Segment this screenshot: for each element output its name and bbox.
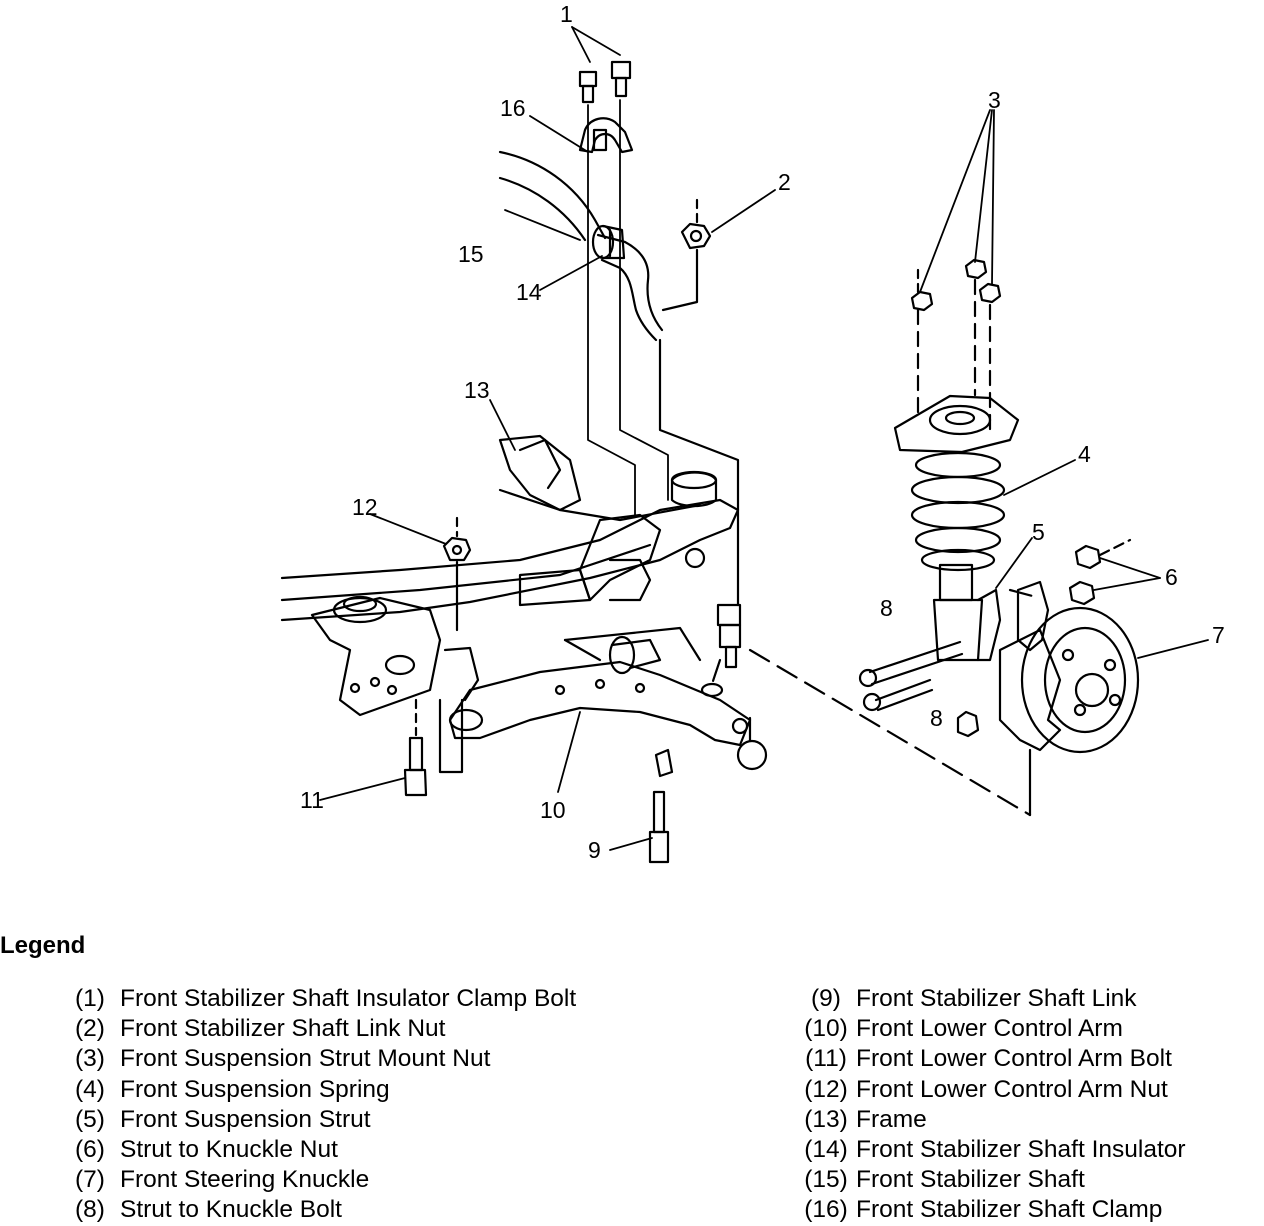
legend-label: Front Stabilizer Shaft Insulator (856, 1136, 1186, 1164)
legend-item: (12) Front Lower Control Arm Nut (796, 1075, 1186, 1105)
leader-lines (319, 26, 1209, 851)
strut-knuckle-bolts (858, 640, 964, 712)
legend-item: (16) Front Stabilizer Shaft Clamp (796, 1195, 1186, 1225)
legend-label: Front Suspension Spring (120, 1075, 390, 1103)
legend-item: (9) Front Stabilizer Shaft Link (796, 984, 1186, 1014)
callout-11: 11 (300, 787, 324, 813)
stabilizer-clamp (578, 117, 634, 154)
steering-knuckle (998, 580, 1140, 817)
callout-9: 9 (588, 837, 601, 863)
legend-item: (5) Front Suspension Strut (60, 1105, 576, 1135)
legend-item: (15) Front Stabilizer Shaft (796, 1165, 1186, 1195)
callout-14: 14 (516, 279, 542, 305)
stabilizer-shaft (498, 150, 664, 342)
frame (280, 434, 740, 717)
legend-label: Front Suspension Strut Mount Nut (120, 1045, 491, 1073)
legend-item: (10) Front Lower Control Arm (796, 1014, 1186, 1044)
control-arm-nut (442, 516, 472, 632)
legend-item: (11) Front Lower Control Arm Bolt (796, 1044, 1186, 1074)
legend-item: (1) Front Stabilizer Shaft Insulator Clam… (60, 984, 576, 1014)
callout-4: 4 (1078, 441, 1091, 467)
legend-label: Frame (856, 1105, 927, 1133)
callout-6: 6 (1165, 564, 1178, 590)
legend-number: (16) (804, 1196, 848, 1224)
legend-title: Legend (0, 932, 86, 959)
clamp-bolts (578, 60, 632, 104)
callout-15: 15 (458, 241, 484, 267)
legend-label: Front Stabilizer Shaft (856, 1166, 1085, 1194)
callout-8a: 8 (880, 595, 893, 621)
control-arm-bolt (403, 698, 428, 797)
legend-number: (2) (75, 1015, 105, 1043)
callout-labels: 1 2 3 4 5 6 7 8 8 9 10 11 12 13 14 15 16 (300, 1, 1225, 863)
legend-number: (4) (75, 1075, 105, 1103)
alignment-guides (708, 588, 1042, 817)
legend-column-right: (9) Front Stabilizer Shaft Link (10) Front… (796, 984, 1186, 1226)
legend-label: Strut to Knuckle Bolt (120, 1196, 342, 1224)
legend-label: Front Stabilizer Shaft Link Nut (120, 1015, 446, 1043)
callout-16: 16 (500, 95, 526, 121)
legend-item: (8) Strut to Knuckle Bolt (60, 1195, 576, 1225)
strut-knuckle-nuts (956, 538, 1132, 738)
callout-12: 12 (352, 494, 378, 520)
legend-label: Front Stabilizer Shaft Insulator Clamp B… (120, 985, 577, 1013)
legend-label: Front Suspension Strut (120, 1105, 371, 1133)
legend-number: (6) (75, 1136, 105, 1164)
legend-item: (13) Frame (796, 1105, 1186, 1135)
legend-item: (2) Front Stabilizer Shaft Link Nut (60, 1014, 576, 1044)
legend-item: (14) Front Stabilizer Shaft Insulator (796, 1135, 1186, 1165)
legend-number: (7) (75, 1166, 105, 1194)
legend-number: (13) (804, 1105, 848, 1133)
legend-column-left: (1) Front Stabilizer Shaft Insulator Clam… (60, 984, 576, 1226)
stabilizer-insulator (591, 224, 626, 260)
strut-assembly (893, 394, 1020, 662)
callout-13: 13 (464, 377, 490, 403)
legend-number: (8) (75, 1196, 105, 1224)
legend-label: Front Lower Control Arm Bolt (856, 1045, 1172, 1073)
legend-number: (10) (804, 1015, 848, 1043)
legend-number: (15) (804, 1166, 848, 1194)
lower-control-arm (438, 626, 768, 774)
legend-number: (11) (805, 1045, 847, 1073)
legend-label: Front Stabilizer Shaft Clamp (856, 1196, 1163, 1224)
callout-10: 10 (540, 797, 566, 823)
callout-5: 5 (1032, 519, 1045, 545)
legend-label: Front Lower Control Arm Nut (856, 1075, 1168, 1103)
callout-7: 7 (1212, 622, 1225, 648)
legend-number: (14) (804, 1136, 848, 1164)
legend-item: (3) Front Suspension Strut Mount Nut (60, 1044, 576, 1074)
legend-label: Front Stabilizer Shaft Link (856, 985, 1137, 1013)
link-nut (661, 198, 712, 312)
legend-number: (1) (75, 985, 105, 1013)
legend-item: (7) Front Steering Knuckle (60, 1165, 576, 1195)
legend-number: (3) (75, 1045, 105, 1073)
legend-item: (6) Strut to Knuckle Nut (60, 1135, 576, 1165)
callout-2: 2 (778, 169, 791, 195)
strut-mount-nuts (910, 258, 1002, 432)
callout-1: 1 (560, 1, 573, 27)
callout-3: 3 (988, 87, 1001, 113)
legend-item: (4) Front Suspension Spring (60, 1075, 576, 1105)
legend-number: (12) (804, 1075, 848, 1103)
legend-label: Front Steering Knuckle (120, 1166, 370, 1194)
legend-number: (9) (811, 985, 841, 1013)
legend-label: Front Lower Control Arm (856, 1015, 1123, 1043)
suspension-exploded-diagram: 1 2 3 4 5 6 7 8 8 9 10 11 12 13 14 15 16 (280, 1, 1225, 864)
legend-number: (5) (75, 1105, 105, 1133)
legend-label: Strut to Knuckle Nut (120, 1136, 338, 1164)
callout-8b: 8 (930, 705, 943, 731)
stabilizer-link (648, 338, 742, 864)
